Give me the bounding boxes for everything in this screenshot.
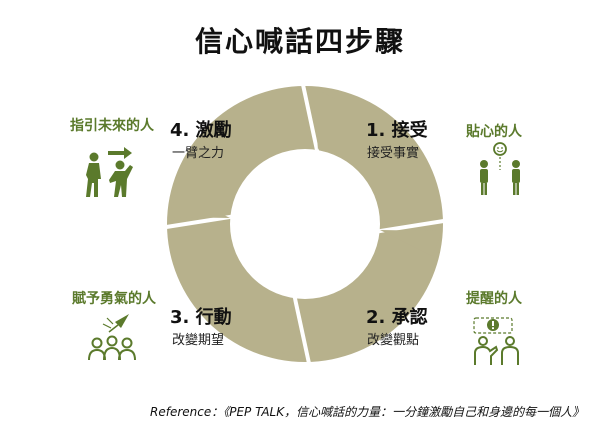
encouraging-group-icon [88,314,136,361]
ring-segment [167,86,305,224]
label-caring: 貼心的人 [466,124,522,140]
ring-segment [305,86,443,224]
reference-note: Reference：《PEP TALK，信心喊話的力量：一分鐘激勵自己和身邊的每… [150,405,585,419]
arrowhead [168,192,230,218]
step-1-subtitle: 接受事實 [367,146,420,161]
step-4-subtitle: 一臂之力 [172,146,225,161]
ring-segments [167,86,443,362]
step-2-subtitle: 改變觀點 [367,333,420,348]
step-4-title: 4. 激勵 [170,120,232,141]
step-2-title: 2. 承認 [366,307,428,328]
guiding-people-icon [86,147,133,197]
arrowhead [380,230,442,256]
caring-people-icon [480,142,520,195]
label-guiding-future: 指引未來的人 [70,118,154,134]
page-title: 信心喊話四步驟 [194,25,405,58]
ring-arrowheads [168,87,442,361]
arrowhead [274,298,298,361]
segment-dividers [159,79,451,369]
ring-segment [167,224,305,362]
step-3-subtitle: 改變期望 [172,333,225,348]
arrowhead [313,87,337,150]
label-giving-courage: 賦予勇氣的人 [72,291,156,307]
reminding-people-icon [473,317,519,365]
ring-segment [305,224,443,362]
step-1-title: 1. 接受 [366,120,428,141]
label-reminding: 提醒的人 [466,291,522,307]
step-3-title: 3. 行動 [170,307,232,328]
